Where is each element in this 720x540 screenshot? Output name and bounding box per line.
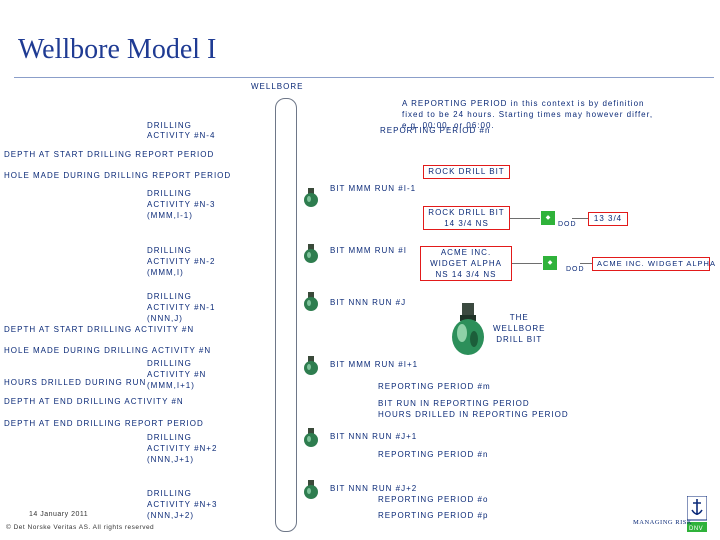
- activity-n-plus-2-line1: DRILLING: [147, 433, 192, 442]
- activity-n-minus-4-line2: ACTIVITY #N-4: [147, 131, 216, 140]
- activity-n-plus-3-line3: (NNN,J+2): [147, 511, 195, 520]
- wellbore-pipe: [275, 98, 297, 532]
- activity-n-plus-2-line2: ACTIVITY #N+2: [147, 444, 218, 453]
- bit-nnn-run-j-plus-1: BIT NNN RUN #J+1: [330, 432, 418, 441]
- depth-start-activity-label: DEPTH AT START DRILLING ACTIVITY #N: [4, 325, 195, 334]
- wellbore-drill-bit-icon: [450, 303, 486, 362]
- drill-bit-icon: [303, 480, 319, 505]
- acme-widget-alpha-label: ACME INC. WIDGET ALPHA: [592, 257, 715, 271]
- drill-bit-icon: [303, 188, 319, 213]
- wellbore-bit-line3: DRILL BIT: [496, 335, 543, 344]
- activity-n-minus-4-line1: DRILLING: [147, 121, 192, 130]
- activity-n-minus-3-line1: DRILLING: [147, 189, 192, 198]
- hole-made-activity-label: HOLE MADE DURING DRILLING ACTIVITY #N: [4, 346, 212, 355]
- rock-drill-bit-label: ROCK DRILL BIT: [423, 165, 510, 179]
- size-label: 13 3/4: [588, 212, 628, 226]
- hours-drilled-run-label: HOURS DRILLED DURING RUN: [4, 378, 147, 387]
- depth-start-report-label: DEPTH AT START DRILLING REPORT PERIOD: [4, 150, 215, 159]
- connector-line-3: [512, 263, 542, 264]
- acme-widget-box: ACME INC. WIDGET ALPHA NS 14 3/4 NS: [420, 246, 512, 281]
- activity-n-minus-1-line2: ACTIVITY #N-1: [147, 303, 216, 312]
- activity-n-line3: (MMM,I+1): [147, 381, 195, 390]
- activity-n-plus-3-line2: ACTIVITY #N+3: [147, 500, 218, 509]
- connector-line-1: [510, 218, 540, 219]
- depth-end-report-label: DEPTH AT END DRILLING REPORT PERIOD: [4, 419, 204, 428]
- activity-n-minus-2-line1: DRILLING: [147, 246, 192, 255]
- bit-mmm-run-i: BIT MMM RUN #I: [330, 246, 407, 255]
- connector-line-2: [572, 218, 588, 219]
- drill-bit-icon: [303, 292, 319, 317]
- activity-n-minus-1-line3: (NNN,J): [147, 314, 183, 323]
- activity-n-plus-2-line3: (NNN,J+1): [147, 455, 195, 464]
- hole-made-report-label: HOLE MADE DURING DRILLING REPORT PERIOD: [4, 171, 232, 180]
- reporting-period-p-label: REPORTING PERIOD #p: [378, 511, 489, 520]
- bit-mmm-run-i-plus-1: BIT MMM RUN #I+1: [330, 360, 419, 369]
- activity-n-line2: ACTIVITY #N: [147, 370, 207, 379]
- managing-risk-label: MANAGING RISK: [633, 519, 693, 526]
- activity-n-plus-3-line1: DRILLING: [147, 489, 192, 498]
- drill-bit-icon: [303, 356, 319, 381]
- wellbore-label: WELLBORE: [251, 82, 304, 91]
- activity-n-minus-2-line3: (MMM,I): [147, 268, 184, 277]
- page-title: Wellbore Model I: [18, 34, 217, 65]
- reporting-period-n-label: REPORTING PERIOD #n: [380, 126, 491, 135]
- bit-mmm-run-i-minus-1: BIT MMM RUN #I-1: [330, 184, 417, 193]
- activity-n-minus-2-line2: ACTIVITY #N-2: [147, 257, 216, 266]
- reporting-period-m-label: REPORTING PERIOD #m: [378, 382, 491, 391]
- acme-box-line3: NS 14 3/4 NS: [435, 270, 497, 279]
- drill-bit-icon: [303, 244, 319, 269]
- rock-drill-bit-14-line1: ROCK DRILL BIT: [428, 208, 505, 217]
- dod-marker-2: ◆: [543, 256, 557, 270]
- reporting-period-definition: A REPORTING PERIOD in this context is by…: [402, 99, 654, 130]
- the-wellbore-drill-bit-label: THE WELLBORE DRILL BIT: [493, 312, 545, 345]
- dnv-logo-text: DNV: [689, 526, 704, 532]
- bit-nnn-run-j-plus-2: BIT NNN RUN #J+2: [330, 484, 418, 493]
- activity-n-minus-3-line3: (MMM,I-1): [147, 211, 193, 220]
- drill-bit-icon: [303, 428, 319, 453]
- connector-line-4: [580, 263, 592, 264]
- dod-label-1: DOD: [558, 221, 577, 228]
- depth-end-activity-label: DEPTH AT END DRILLING ACTIVITY #N: [4, 397, 184, 406]
- activity-n-line1: DRILLING: [147, 359, 192, 368]
- acme-box-line2: WIDGET ALPHA: [430, 259, 502, 268]
- rock-drill-bit-14-line2: 14 3/4 NS: [444, 219, 489, 228]
- footer-date: 14 January 2011: [29, 511, 89, 518]
- bit-nnn-run-j: BIT NNN RUN #J: [330, 298, 407, 307]
- activity-n-minus-3-line2: ACTIVITY #N-3: [147, 200, 216, 209]
- hours-drilled-reporting-period-label: HOURS DRILLED IN REPORTING PERIOD: [378, 410, 569, 419]
- dod-label-2: DOD: [566, 266, 585, 273]
- reporting-period-o-label: REPORTING PERIOD #o: [378, 495, 489, 504]
- footer-copyright: © Det Norske Veritas AS. All rights rese…: [6, 524, 155, 531]
- activity-n-minus-1-line1: DRILLING: [147, 292, 192, 301]
- bit-run-in-reporting-period-label: BIT RUN IN REPORTING PERIOD: [378, 399, 530, 408]
- reporting-period-n-lower-label: REPORTING PERIOD #n: [378, 450, 489, 459]
- rock-drill-bit-14-label: ROCK DRILL BIT 14 3/4 NS: [423, 206, 510, 230]
- wellbore-bit-line1: THE: [509, 313, 529, 322]
- acme-box-line1: ACME INC.: [440, 248, 492, 257]
- dod-marker-1: ◆: [541, 211, 555, 225]
- wellbore-bit-line2: WELLBORE: [493, 324, 546, 333]
- title-divider: [14, 77, 714, 78]
